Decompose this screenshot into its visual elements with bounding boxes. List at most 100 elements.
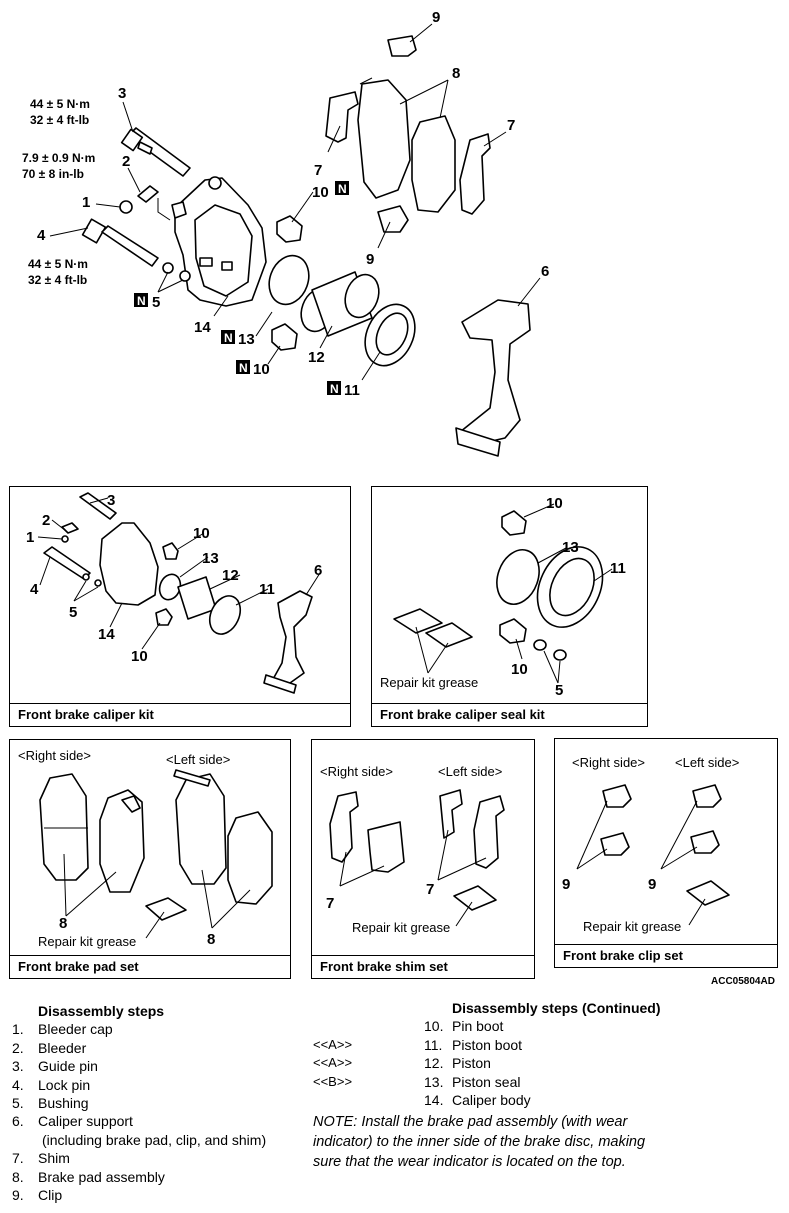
svg-text:N: N bbox=[239, 361, 248, 375]
callout-10: 10 bbox=[546, 495, 563, 512]
step-item: 5.Bushing bbox=[12, 1095, 89, 1112]
grease-label: Repair kit grease bbox=[38, 934, 136, 949]
brake-pad-drawing bbox=[411, 115, 456, 213]
callout-7: 7 bbox=[314, 162, 322, 179]
clip-set-caption: Front brake clip set bbox=[555, 944, 777, 967]
pad-set-drawing: 8 8 <Right side> <Left side> Repair kit … bbox=[18, 748, 273, 949]
caliper-kit-caption: Front brake caliper kit bbox=[10, 703, 350, 726]
new-part-mark: N bbox=[221, 330, 235, 345]
callout-10: 10 bbox=[193, 525, 210, 542]
pad-set-panel: 8 8 <Right side> <Left side> Repair kit … bbox=[9, 739, 291, 979]
guide-pin-drawing bbox=[120, 127, 191, 177]
exploded-diagram: 3 2 1 4 5 14 10 13 10 12 11 9 8 7 7 9 6 … bbox=[22, 9, 549, 457]
callout-7: 7 bbox=[507, 117, 515, 134]
callout-13: 13 bbox=[238, 331, 255, 348]
grease-label: Repair kit grease bbox=[583, 919, 681, 934]
note-line: sure that the wear indicator is located … bbox=[313, 1154, 626, 1170]
caliper-kit-drawing: 3 2 1 4 5 14 10 13 12 11 6 10 bbox=[26, 492, 322, 694]
step-item: 14.Caliper body bbox=[424, 1092, 531, 1109]
svg-text:N: N bbox=[338, 182, 347, 196]
shim-drawing bbox=[325, 91, 359, 143]
left-side-label: <Left side> bbox=[438, 764, 502, 779]
callout-1: 1 bbox=[82, 194, 90, 211]
callout-7: 7 bbox=[426, 881, 434, 898]
bushing-drawing bbox=[162, 262, 174, 274]
step-item: 4.Lock pin bbox=[12, 1076, 91, 1093]
torque-bleeder-inlb: 70 ± 8 in-lb bbox=[22, 167, 84, 181]
callout-4: 4 bbox=[30, 581, 39, 598]
new-part-mark: N bbox=[236, 360, 250, 375]
callout-13: 13 bbox=[202, 550, 219, 567]
callout-9: 9 bbox=[648, 876, 656, 893]
step-item: 9.Clip bbox=[12, 1187, 63, 1204]
callout-11: 11 bbox=[610, 560, 626, 577]
new-part-mark: N bbox=[335, 181, 349, 196]
shim-set-drawing: 7 7 <Right side> <Left side> Repair kit … bbox=[320, 764, 505, 935]
callout-2: 2 bbox=[122, 153, 130, 170]
grease-label: Repair kit grease bbox=[352, 920, 450, 935]
callout-5: 5 bbox=[152, 294, 160, 311]
callout-8: 8 bbox=[59, 915, 67, 932]
steps-header: Disassembly steps bbox=[38, 1003, 165, 1019]
figure-reference: ACC05804AD bbox=[711, 976, 775, 987]
step-item: 2.Bleeder bbox=[12, 1039, 87, 1056]
disassembly-steps-left: Disassembly steps 1.Bleeder cap 2.Bleede… bbox=[12, 1002, 266, 1204]
callout-7: 7 bbox=[326, 895, 334, 912]
right-side-label: <Right side> bbox=[572, 755, 645, 770]
steps-header: Disassembly steps (Continued) bbox=[452, 1000, 661, 1016]
callout-2: 2 bbox=[42, 512, 50, 529]
left-side-label: <Left side> bbox=[675, 755, 739, 770]
callout-10: 10 bbox=[312, 184, 329, 201]
installation-note: NOTE: Install the brake pad assembly (wi… bbox=[313, 1112, 645, 1172]
piston-seal-drawing bbox=[268, 254, 310, 306]
callout-12: 12 bbox=[308, 349, 325, 366]
callout-6: 6 bbox=[541, 263, 549, 280]
callout-3: 3 bbox=[118, 85, 126, 102]
callout-10: 10 bbox=[131, 648, 148, 665]
clip-set-drawing: 9 9 <Right side> <Left side> Repair kit … bbox=[562, 755, 739, 934]
callout-9: 9 bbox=[366, 251, 374, 268]
step-item: 6.Caliper support bbox=[12, 1113, 133, 1130]
bushing-drawing bbox=[179, 270, 191, 282]
service-code: <<A>> bbox=[313, 1037, 353, 1052]
torque-guide-pin-ftlb: 32 ± 4 ft-lb bbox=[30, 113, 89, 127]
step-item: 3.Guide pin bbox=[12, 1058, 98, 1075]
svg-text:N: N bbox=[330, 382, 339, 396]
callout-3: 3 bbox=[107, 492, 115, 509]
svg-text:N: N bbox=[137, 294, 146, 308]
seal-kit-caption: Front brake caliper seal kit bbox=[372, 703, 647, 726]
shim-set-caption: Front brake shim set bbox=[312, 955, 534, 978]
caliper-support-drawing bbox=[459, 299, 531, 447]
step-item-note: (including brake pad, clip, and shim) bbox=[42, 1131, 267, 1148]
service-code: <<A>> bbox=[313, 1055, 353, 1071]
step-item: 8.Brake pad assembly bbox=[12, 1168, 165, 1185]
note-line: indicator) to the inner side of the brak… bbox=[313, 1134, 646, 1150]
callout-12: 12 bbox=[222, 567, 239, 584]
callout-10: 10 bbox=[253, 361, 270, 378]
step-item: 11.Piston boot bbox=[424, 1036, 523, 1053]
disassembly-steps-right: Disassembly steps (Continued) 10.Pin boo… bbox=[424, 999, 661, 1109]
pad-set-caption: Front brake pad set bbox=[10, 955, 290, 978]
callout-13: 13 bbox=[562, 539, 579, 556]
right-side-label: <Right side> bbox=[320, 764, 393, 779]
callout-6: 6 bbox=[314, 562, 322, 579]
svg-text:N: N bbox=[224, 331, 233, 345]
pin-boot-drawing bbox=[271, 215, 303, 351]
lock-pin-drawing bbox=[81, 218, 159, 267]
callout-14: 14 bbox=[98, 626, 115, 643]
step-item: 13.Piston seal bbox=[424, 1073, 521, 1090]
caliper-support-pin-drawing bbox=[455, 427, 501, 457]
callout-5: 5 bbox=[69, 604, 77, 621]
clip-set-panel: 9 9 <Right side> <Left side> Repair kit … bbox=[554, 738, 778, 968]
callout-5: 5 bbox=[555, 682, 563, 699]
seal-kit-drawing: 10 13 11 10 5 Repair kit grease bbox=[380, 495, 626, 699]
piston-drawing bbox=[300, 271, 380, 337]
new-part-mark: N bbox=[327, 381, 341, 396]
callout-9: 9 bbox=[432, 9, 440, 26]
torque-bleeder-nm: 7.9 ± 0.9 N·m bbox=[22, 151, 95, 165]
torque-lock-pin-ftlb: 32 ± 4 ft-lb bbox=[28, 273, 87, 287]
callout-4: 4 bbox=[37, 227, 46, 244]
clip-drawing bbox=[387, 35, 417, 57]
bleeder-drawing bbox=[119, 185, 171, 221]
service-code: <<B>> bbox=[313, 1073, 353, 1089]
